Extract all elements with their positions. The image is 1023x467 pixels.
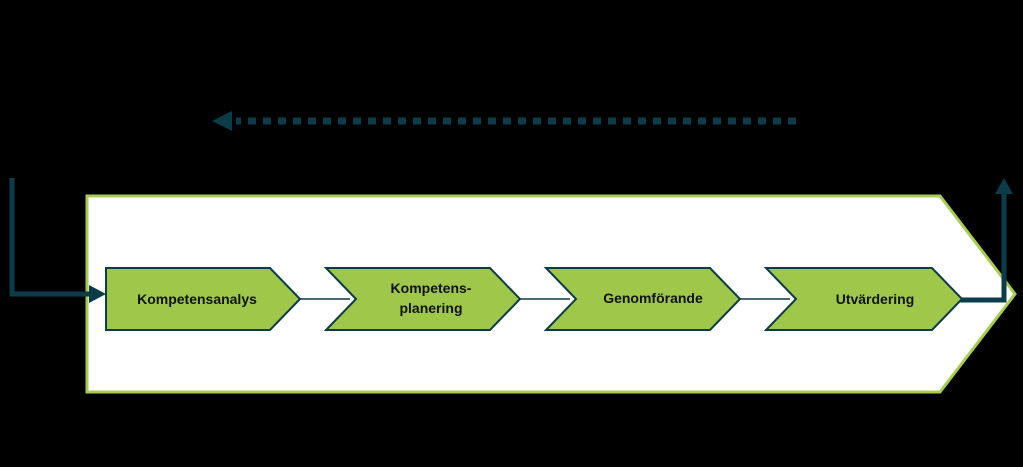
step-label: Utvärdering [836, 291, 915, 307]
step-label: Kompetensanalys [137, 291, 257, 307]
step-label-line-2: planering [399, 300, 462, 316]
entry-arrowhead-icon [89, 285, 106, 303]
step-kompetensanalys: Kompetensanalys [105, 267, 302, 331]
exit-arrow-line [960, 192, 1007, 303]
exit-arrowhead-icon [995, 178, 1013, 194]
feedback-arrowhead-icon [212, 111, 232, 131]
step-label: Genomförande [603, 290, 703, 306]
step-label-line-1: Kompetens- [391, 280, 472, 296]
step-genomforande: Genomförande [543, 267, 742, 331]
entry-arrow-line [9, 178, 90, 297]
step-utvardering: Utvärdering [763, 267, 964, 331]
step-kompetensplanering: Kompetens- planering [323, 267, 522, 331]
process-panel [85, 194, 1017, 394]
